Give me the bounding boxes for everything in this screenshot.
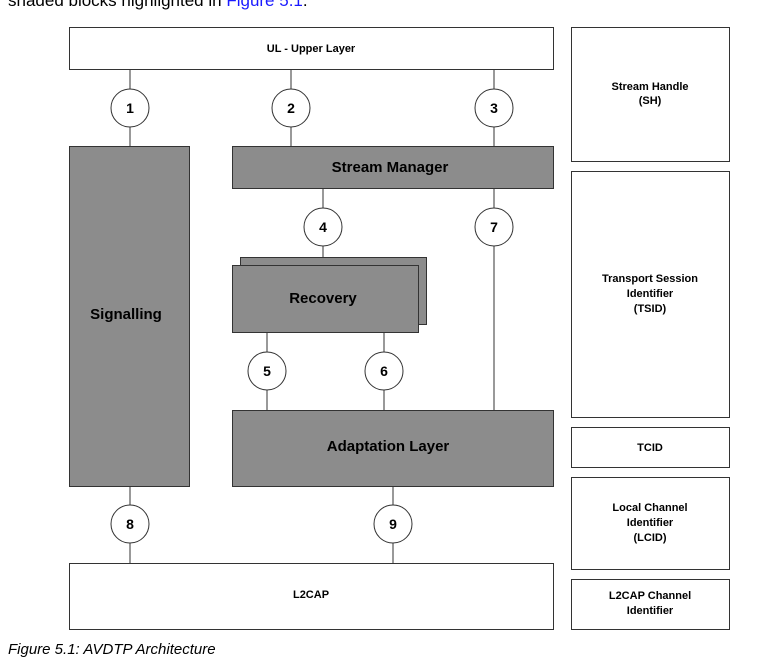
stream-handle-line-1: Stream Handle <box>611 81 688 93</box>
l2cap-channel-line-2: Identifier <box>627 605 674 617</box>
l2cap-label: L2CAP <box>293 589 329 601</box>
tsid-line-1: Transport Session <box>602 273 698 285</box>
intro-text-tail: . <box>302 0 308 10</box>
intro-text: shaded blocks highlighted in Figure 5.1. <box>8 0 308 11</box>
interface-3-label: 3 <box>490 100 498 116</box>
interface-7: 7 <box>474 207 514 247</box>
upper-layer-block: UL - Upper Layer <box>69 27 554 70</box>
stream-manager-label: Stream Manager <box>332 159 449 176</box>
interface-4: 4 <box>303 207 343 247</box>
interface-5: 5 <box>247 351 287 391</box>
intro-text-body: shaded blocks highlighted in <box>8 0 227 10</box>
interface-4-label: 4 <box>319 219 327 235</box>
interface-2: 2 <box>271 88 311 128</box>
stream-manager-block: Stream Manager <box>232 146 554 189</box>
interface-6-label: 6 <box>380 363 388 379</box>
adaptation-layer-block: Adaptation Layer <box>232 410 554 487</box>
tcid-box: TCID <box>571 427 730 468</box>
interface-8: 8 <box>110 504 150 544</box>
interface-3: 3 <box>474 88 514 128</box>
interface-9: 9 <box>373 504 413 544</box>
adaptation-layer-label: Adaptation Layer <box>327 438 450 455</box>
interface-9-label: 9 <box>389 516 397 532</box>
interface-1: 1 <box>110 88 150 128</box>
signalling-block: Signalling <box>69 146 190 487</box>
recovery-label: Recovery <box>289 290 357 307</box>
lcid-line-3: (LCID) <box>634 532 667 544</box>
lcid-line-1: Local Channel <box>612 502 687 514</box>
figure-link[interactable]: Figure 5.1 <box>226 0 303 10</box>
stream-handle-line-2: (SH) <box>639 95 662 107</box>
interface-1-label: 1 <box>126 100 134 116</box>
lcid-line-2: Identifier <box>627 517 674 529</box>
l2cap-block: L2CAP <box>69 563 554 630</box>
upper-layer-label: UL - Upper Layer <box>267 43 356 55</box>
tsid-box: Transport Session Identifier (TSID) <box>571 171 730 418</box>
interface-7-label: 7 <box>490 219 498 235</box>
interface-5-label: 5 <box>263 363 271 379</box>
tcid-line-1: TCID <box>637 442 663 454</box>
tsid-line-2: Identifier <box>627 288 674 300</box>
interface-6: 6 <box>364 351 404 391</box>
recovery-block: Recovery <box>232 257 427 333</box>
l2cap-channel-line-1: L2CAP Channel <box>609 590 691 602</box>
l2cap-channel-box: L2CAP Channel Identifier <box>571 579 730 630</box>
interface-8-label: 8 <box>126 516 134 532</box>
tsid-line-3: (TSID) <box>634 303 667 315</box>
stream-handle-box: Stream Handle (SH) <box>571 27 730 162</box>
figure-caption: Figure 5.1: AVDTP Architecture <box>8 641 216 658</box>
interface-2-label: 2 <box>287 100 295 116</box>
signalling-label: Signalling <box>90 306 162 323</box>
lcid-box: Local Channel Identifier (LCID) <box>571 477 730 570</box>
